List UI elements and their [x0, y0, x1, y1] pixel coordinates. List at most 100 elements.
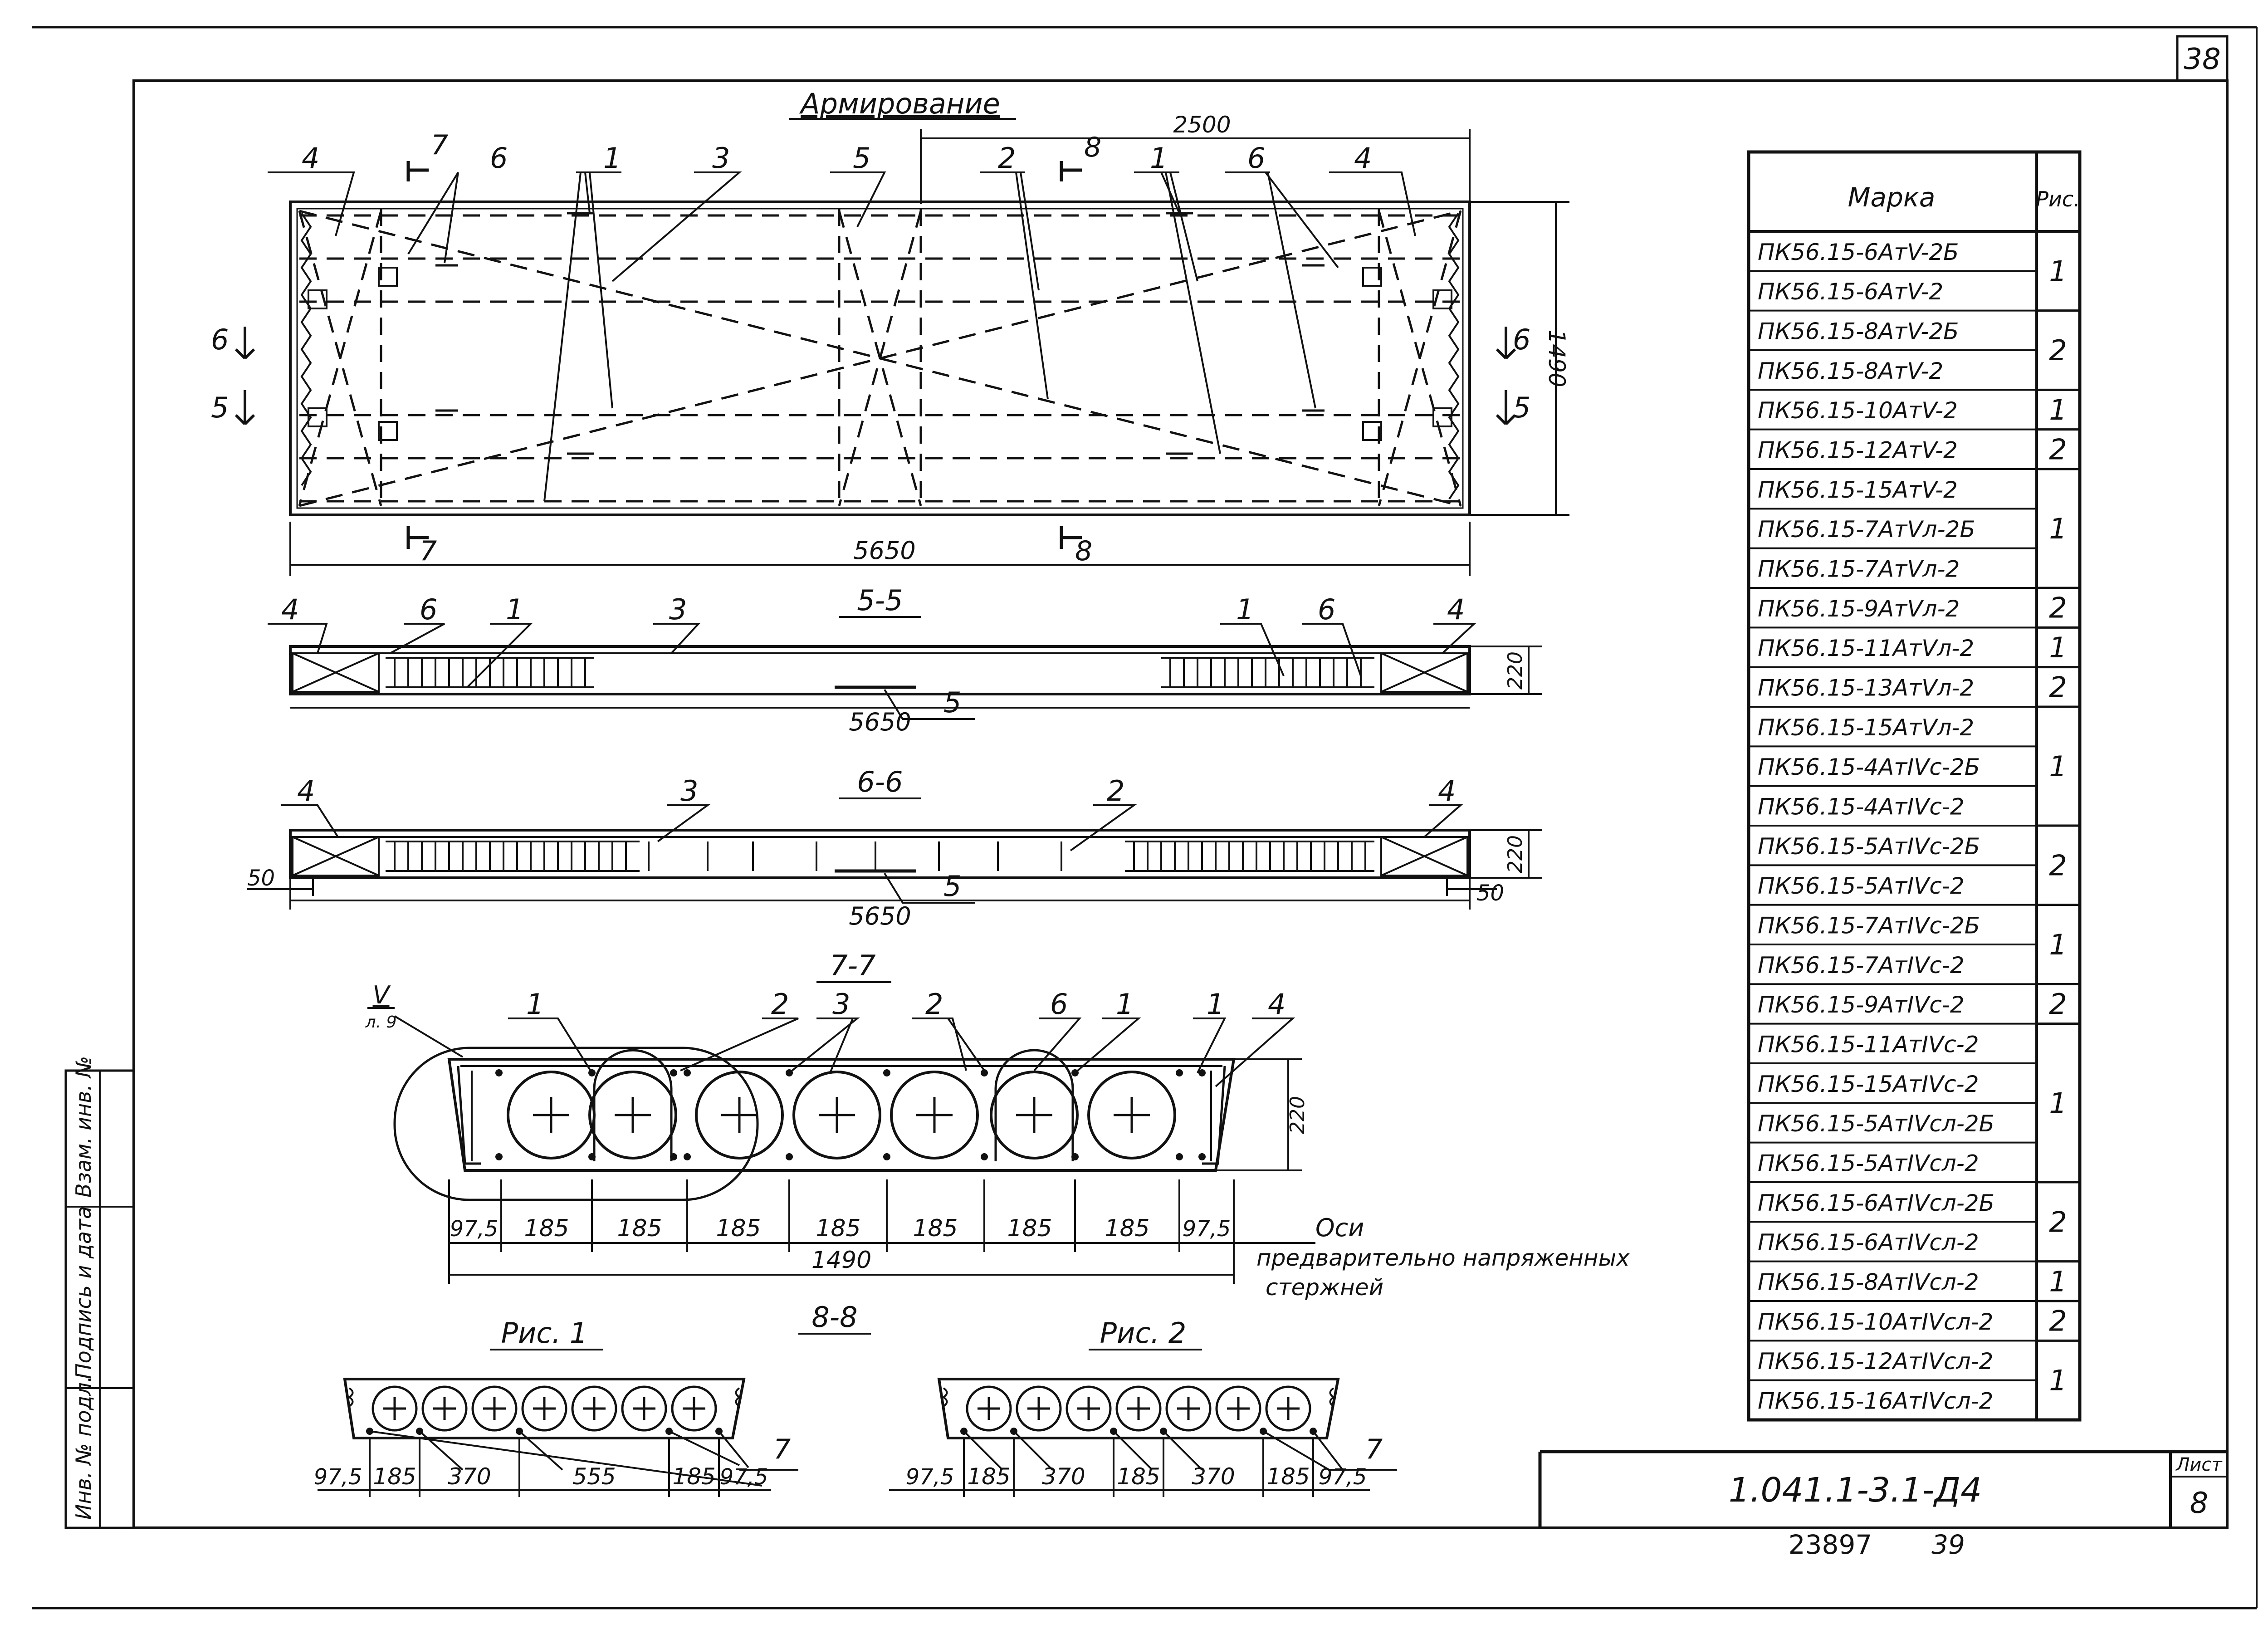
plan-callout-1-left: 1 [603, 142, 621, 175]
s66-callout-4-left: 4 [297, 774, 315, 807]
document-code: 1.041.1-3.1-Д4 [1729, 1471, 1982, 1510]
plan-callout-1-right: 1 [1150, 142, 1168, 175]
table-row-fig: 2 [2049, 1205, 2067, 1238]
s77-dim-1: 185 [524, 1215, 569, 1242]
s66-mark-5: 5 [943, 870, 961, 903]
fig2-dim-3: 185 [1117, 1463, 1160, 1490]
table-row-mark: ПК56.15-15АтV-2 [1758, 477, 1958, 503]
table-row-mark: ПК56.15-4АтIVс-2Б [1758, 754, 1980, 780]
s77-dim-3: 185 [716, 1215, 761, 1242]
table-row-mark: ПК56.15-5АтIVсл-2 [1758, 1150, 1979, 1177]
section88-title: 8-8 [811, 1301, 857, 1334]
stamp-inv-no: Инв. № подл. [71, 1376, 96, 1520]
plan-outline [289, 201, 1471, 516]
node-v-label: V [373, 981, 391, 1009]
table-row-fig: 2 [2049, 849, 2067, 882]
table-row-fig: 1 [2049, 1086, 2067, 1120]
s77-callout-4: 4 [1268, 988, 1286, 1021]
sheet-number: 8 [2190, 1487, 2209, 1520]
plan-dim-width: 1490 [1544, 329, 1570, 387]
s66-callout-4-right: 4 [1438, 774, 1456, 807]
plan-callout-4-left: 4 [302, 142, 319, 175]
fig2-dim-4: 370 [1192, 1463, 1235, 1490]
table-row-fig: 1 [2049, 393, 2067, 426]
fig2-title: Рис. 2 [1100, 1316, 1187, 1350]
table-row-mark: ПК56.15-12АтIVсл-2 [1758, 1348, 1993, 1375]
cut-5-left: 5 [211, 391, 229, 424]
table-row-fig: 2 [2049, 670, 2067, 704]
s55-dim-height: 220 [1504, 651, 1527, 690]
s77-dim-6: 185 [1007, 1215, 1052, 1242]
plan-callout-3: 3 [712, 142, 730, 175]
fig2-callout-7: 7 [1365, 1433, 1383, 1465]
fig1-callout-7: 7 [773, 1433, 791, 1465]
table-row-fig: 1 [2049, 1265, 2067, 1298]
table-row-mark: ПК56.15-10АтIVсл-2 [1758, 1309, 1993, 1335]
s66-callout-3: 3 [680, 774, 698, 807]
cut-6-right: 6 [1513, 323, 1530, 356]
s77-dim-total: 1490 [811, 1247, 871, 1274]
s77-callout-1-c: 1 [1207, 988, 1224, 1021]
s55-callout-3: 3 [669, 593, 687, 626]
table-row-mark: ПК56.15-6АтIVсл-2Б [1758, 1190, 1994, 1216]
table-row-mark: ПК56.15-5АтIVсл-2Б [1758, 1111, 1994, 1137]
mark-table: Марка Рис. ПК56.15-6АтV-2БПК56.15-6АтV-2… [1747, 150, 2082, 1422]
s66-dim-height: 220 [1504, 835, 1527, 873]
table-row-fig: 1 [2049, 631, 2067, 664]
fig2-dim-5: 185 [1266, 1463, 1310, 1490]
s77-dim-7: 185 [1105, 1215, 1149, 1242]
s55-callout-1-right: 1 [1236, 593, 1254, 626]
s55-callout-6-right: 6 [1318, 593, 1335, 626]
s77-callout-6: 6 [1050, 988, 1068, 1021]
table-row-fig: 1 [2049, 512, 2067, 545]
table-row-mark: ПК56.15-11АтIVс-2 [1758, 1032, 1979, 1058]
fig1-title: Рис. 1 [501, 1316, 588, 1350]
table-row-mark: ПК56.15-7АтIVс-2Б [1758, 913, 1980, 939]
fig1-dim-3: 555 [572, 1463, 616, 1490]
frame [132, 79, 2229, 1529]
table-row-mark: ПК56.15-16АтIVсл-2 [1758, 1388, 1993, 1414]
table-row-fig: 1 [2049, 928, 2067, 961]
table-row-mark: ПК56.15-5АтIVс-2 [1758, 873, 1965, 899]
s77-note-line2: предварительно напряженных [1256, 1245, 1630, 1271]
section-6-6: 6-6 4 3 2 4 5 5650 5 [247, 765, 1542, 930]
section77-title: 7-7 [830, 949, 875, 982]
s77-note-line3: стержней [1266, 1274, 1383, 1301]
table-header-mark: Марка [1848, 182, 1936, 213]
node-v-outline [393, 1047, 759, 1201]
table-row-mark: ПК56.15-8АтIVсл-2 [1758, 1269, 1979, 1296]
section55-outline [289, 645, 1471, 695]
cut-7-top: 7 [431, 129, 448, 161]
cut-5-right: 5 [1513, 391, 1530, 424]
plan-callout-6-left: 6 [490, 142, 508, 175]
footer-inventory: 23897 [1789, 1529, 1872, 1560]
table-row-fig: 2 [2049, 592, 2067, 625]
plan-view: Армирование [211, 87, 1570, 576]
table-header-fig: Рис. [2036, 187, 2080, 211]
fig2-dim-1: 185 [967, 1463, 1010, 1490]
table-row-fig: 2 [2049, 988, 2067, 1021]
table-row-mark: ПК56.15-4АтIVс-2 [1758, 794, 1965, 820]
cut-6-left: 6 [211, 323, 229, 356]
table-row-mark: ПК56.15-12АтV-2 [1758, 437, 1958, 464]
fig1-dim-0: 97,5 [314, 1464, 362, 1490]
table-row-mark: ПК56.15-6АтV-2 [1758, 279, 1943, 305]
s66-dim-edge-left: 50 [247, 866, 275, 891]
table-row-fig: 2 [2049, 334, 2067, 367]
s55-callout-4-right: 4 [1447, 593, 1465, 626]
table-row-mark: ПК56.15-8АтV-2 [1758, 358, 1943, 384]
sheet-label: Лист [2175, 1454, 2223, 1475]
table-row-mark: ПК56.15-13АтVл-2 [1758, 675, 1974, 701]
table-row-mark: ПК56.15-7АтVл-2 [1758, 556, 1960, 582]
table-row-mark: ПК56.15-7АтIVс-2 [1758, 952, 1965, 978]
stamp-replaced-inv: Взам. инв. № [71, 1056, 96, 1198]
s55-callout-4-left: 4 [281, 593, 299, 626]
fig2-dim-6: 97,5 [1319, 1464, 1367, 1490]
s55-mark-5: 5 [943, 686, 961, 719]
s77-dim-0: 97,5 [450, 1216, 499, 1242]
fig1-dim-1: 185 [373, 1463, 416, 1490]
table-row-fig: 2 [2049, 433, 2067, 466]
plan-callout-4-right: 4 [1354, 142, 1372, 175]
stamp-signature-date: Подпись и дата [71, 1206, 96, 1379]
